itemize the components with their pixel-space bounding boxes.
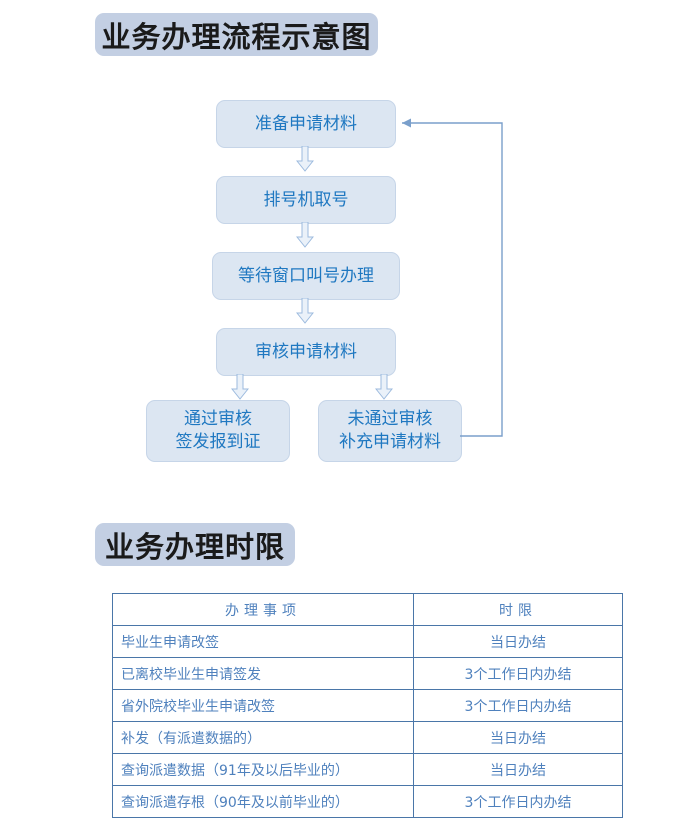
- feedback-loop-arrow-icon: [402, 118, 503, 437]
- cell-limit: 当日办结: [413, 753, 623, 786]
- arrow-down-icon: [296, 222, 314, 248]
- flow-node-pass-line-1: 签发报到证: [175, 432, 261, 452]
- column-header-limit: 时限: [413, 593, 623, 626]
- flow-node-review-line-0: 审核申请材料: [255, 341, 357, 362]
- cell-limit: 3个工作日内办结: [413, 657, 623, 690]
- arrow-down-icon: [296, 146, 314, 172]
- cell-item: 毕业生申请改签: [112, 625, 414, 658]
- table-header-row: 办理事项 时限: [112, 593, 623, 626]
- flow-node-review: 审核申请材料: [216, 328, 396, 376]
- cell-item: 已离校毕业生申请签发: [112, 657, 414, 690]
- table-row: 补发（有派遣数据的） 当日办结: [112, 721, 623, 754]
- process-flow-diagram: 准备申请材料 排号机取号 等待窗口叫号办理 审核申请材料 通过审核 签发报到证 …: [0, 70, 700, 490]
- arrow-down-icon: [375, 374, 393, 400]
- cell-item: 补发（有派遣数据的）: [112, 721, 414, 754]
- processing-time-table: 办理事项 时限 毕业生申请改签 当日办结 已离校毕业生申请签发 3个工作日内办结…: [112, 593, 623, 818]
- table-row: 毕业生申请改签 当日办结: [112, 625, 623, 658]
- flow-node-pass: 通过审核 签发报到证: [146, 400, 290, 462]
- flow-node-pass-line-0: 通过审核: [184, 409, 252, 430]
- table-row: 已离校毕业生申请签发 3个工作日内办结: [112, 657, 623, 690]
- cell-limit: 3个工作日内办结: [413, 689, 623, 722]
- flow-node-prepare: 准备申请材料: [216, 100, 396, 148]
- flow-node-wait: 等待窗口叫号办理: [212, 252, 400, 300]
- flow-node-fail-line-0: 未通过审核: [347, 409, 433, 430]
- cell-item: 查询派遣存根（90年及以前毕业的）: [112, 785, 414, 818]
- flow-node-prepare-line-0: 准备申请材料: [255, 113, 357, 134]
- page-title-processing-time: 业务办理时限: [95, 523, 295, 566]
- flow-node-fail-line-1: 补充申请材料: [339, 432, 441, 452]
- cell-limit: 当日办结: [413, 625, 623, 658]
- flow-node-wait-line-0: 等待窗口叫号办理: [238, 265, 374, 286]
- flow-node-fail: 未通过审核 补充申请材料: [318, 400, 462, 462]
- table-row: 省外院校毕业生申请改签 3个工作日内办结: [112, 689, 623, 722]
- column-header-item: 办理事项: [112, 593, 414, 626]
- table-row: 查询派遣存根（90年及以前毕业的） 3个工作日内办结: [112, 785, 623, 818]
- page-title-process-flow: 业务办理流程示意图: [95, 13, 378, 56]
- cell-limit: 当日办结: [413, 721, 623, 754]
- flow-node-ticket: 排号机取号: [216, 176, 396, 224]
- cell-item: 查询派遣数据（91年及以后毕业的）: [112, 753, 414, 786]
- cell-item: 省外院校毕业生申请改签: [112, 689, 414, 722]
- table-row: 查询派遣数据（91年及以后毕业的） 当日办结: [112, 753, 623, 786]
- arrow-down-icon: [296, 298, 314, 324]
- flow-node-ticket-line-0: 排号机取号: [263, 189, 349, 210]
- cell-limit: 3个工作日内办结: [413, 785, 623, 818]
- arrow-down-icon: [231, 374, 249, 400]
